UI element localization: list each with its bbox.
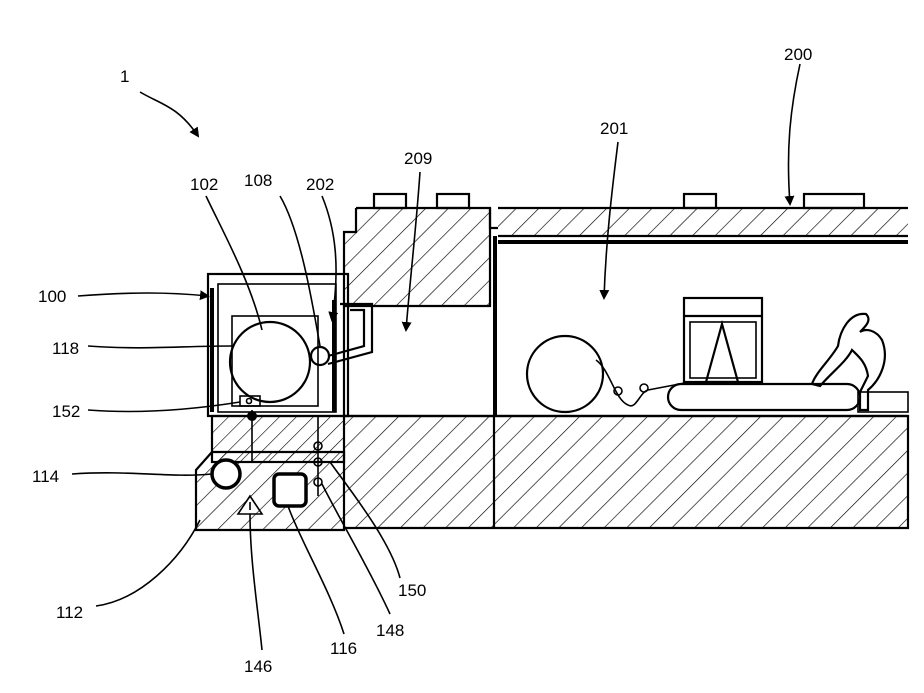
top-pad bbox=[804, 194, 864, 208]
port-114 bbox=[212, 460, 240, 488]
label-100: 100 bbox=[38, 287, 66, 306]
label-118: 118 bbox=[52, 339, 79, 358]
label-201: 201 bbox=[600, 119, 628, 138]
label-202: 202 bbox=[306, 175, 334, 194]
top-pad bbox=[374, 194, 406, 208]
label-152: 152 bbox=[52, 402, 80, 421]
supply-roll bbox=[527, 336, 603, 412]
top-plate bbox=[498, 208, 908, 236]
label-102: 102 bbox=[190, 175, 218, 194]
base-unit-112 bbox=[196, 452, 344, 530]
label-209: 209 bbox=[404, 149, 432, 168]
label-112: 112 bbox=[56, 603, 83, 622]
label-146: 146 bbox=[244, 657, 272, 676]
drum-102 bbox=[230, 322, 310, 402]
label-1: 1 bbox=[120, 67, 129, 86]
label-108: 108 bbox=[244, 171, 272, 190]
stamp-unit bbox=[684, 298, 762, 382]
top-pad bbox=[437, 194, 469, 208]
base-block bbox=[344, 416, 908, 528]
label-200: 200 bbox=[784, 45, 812, 64]
robot-arm bbox=[812, 314, 885, 410]
top-pad bbox=[684, 194, 716, 208]
housing-200 bbox=[344, 194, 908, 528]
label-148: 148 bbox=[376, 621, 404, 640]
box-116 bbox=[274, 474, 306, 506]
conveyor bbox=[668, 384, 860, 410]
label-114: 114 bbox=[32, 467, 59, 486]
label-116: 116 bbox=[330, 639, 357, 658]
valve-108 bbox=[311, 347, 329, 365]
chamber-201-contents bbox=[527, 298, 908, 412]
label-150: 150 bbox=[398, 581, 426, 600]
left-wall-block bbox=[344, 208, 490, 306]
